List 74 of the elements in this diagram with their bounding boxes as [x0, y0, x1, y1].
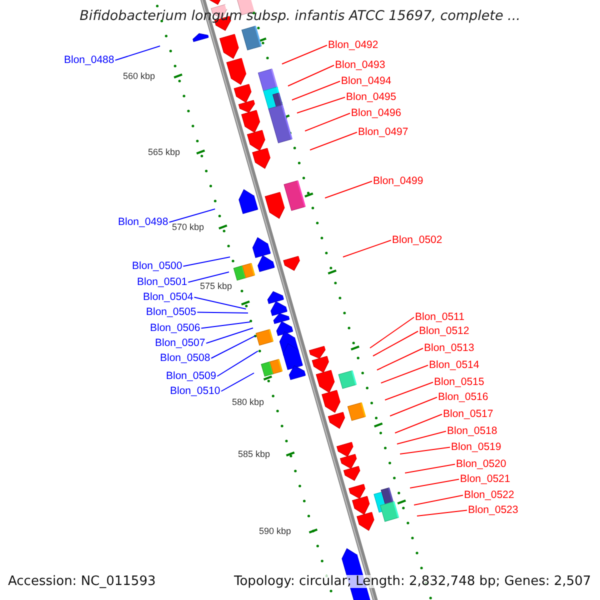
gene-label: Blon_0522 — [464, 490, 514, 500]
leader-line — [216, 350, 258, 377]
accession-label: Accession: NC_011593 — [8, 575, 156, 588]
leader-line — [404, 464, 456, 474]
leader-line — [220, 372, 254, 392]
gene-label: Blon_0504 — [143, 292, 194, 302]
gene-label: Blon_0500 — [132, 261, 182, 272]
gene-label: Blon_0510 — [170, 386, 220, 396]
leader-line — [384, 382, 434, 400]
gene-label: Blon_0513 — [424, 343, 474, 354]
gene-label: Blon_0507 — [155, 338, 206, 348]
leader-line — [400, 446, 450, 454]
leader-line — [182, 256, 230, 267]
leader-line — [416, 510, 468, 516]
gene-label: Blon_0514 — [429, 360, 480, 370]
gene-label: Blon_0508 — [160, 353, 210, 364]
gene-label: Blon_0515 — [434, 377, 484, 388]
scale-label: 570 kbp — [172, 223, 204, 232]
gene-label: Blon_0519 — [451, 442, 502, 452]
leader-line — [206, 328, 254, 344]
leader-line — [376, 348, 424, 370]
gene-label: Blon_0495 — [346, 92, 396, 102]
gene-label: Blon_0509 — [166, 371, 216, 382]
leader-line — [200, 322, 250, 329]
gene-label: Blon_0511 — [415, 312, 464, 322]
gene-label: Blon_0523 — [468, 505, 518, 516]
title: Bifidobacterium longum subsp. infantis ATCC 15697, complete ... — [78, 10, 522, 24]
leader-line — [342, 240, 392, 258]
scale-label: 580 kbp — [232, 398, 264, 407]
gene-label: Blon_0521 — [460, 474, 510, 484]
gene-label: Blon_0501 — [137, 277, 188, 288]
gene-label: Blon_0505 — [146, 307, 196, 318]
leader-line — [410, 478, 460, 488]
leader-line — [390, 396, 438, 416]
leader-line — [394, 414, 442, 434]
scale-label: 575 kbp — [200, 282, 232, 291]
gene-label: Blon_0498 — [118, 217, 168, 228]
scale-label: 585 kbp — [238, 450, 270, 459]
gene-label: Blon_0493 — [335, 60, 386, 70]
leader-line — [188, 272, 230, 283]
leader-line — [194, 296, 246, 310]
gene-label: Blon_0506 — [150, 323, 200, 334]
gene-label: Blon_0492 — [328, 40, 378, 50]
leader-line — [304, 112, 350, 132]
gene-label: Blon_0497 — [358, 127, 408, 138]
gene-label: Blon_0517 — [443, 409, 494, 420]
gene-label: Blon_0520 — [456, 459, 506, 470]
leader-line — [310, 132, 358, 150]
leader-line — [296, 96, 346, 114]
gene-label: Blon_0502 — [392, 235, 442, 246]
scale-label: 590 kbp — [259, 527, 292, 536]
genome-summary: Topology: circular; Length: 2,832,748 bp; Genes: 2,507 — [234, 575, 592, 588]
leader-line — [292, 80, 340, 100]
leader-line — [370, 316, 414, 348]
gene-label: Blon_0518 — [447, 426, 498, 436]
leader-line — [396, 430, 446, 444]
gene-label: Blon_0496 — [351, 108, 402, 118]
scale-label: 560 kbp — [123, 72, 156, 81]
gene-label: Blon_0499 — [373, 176, 424, 186]
leader-line — [372, 330, 418, 356]
gene-label: Blon_0512 — [419, 326, 470, 336]
scale-label: 565 kbp — [148, 148, 180, 157]
leader-line — [288, 64, 334, 86]
leader-line — [196, 312, 248, 314]
leader-line — [282, 44, 328, 64]
gene-label: Blon_0494 — [341, 76, 392, 86]
leader-line — [114, 46, 160, 61]
leader-line — [168, 208, 216, 223]
leader-line — [414, 494, 464, 506]
leader-line — [324, 180, 372, 198]
gene-label: Blon_0516 — [438, 392, 488, 402]
gene-label: Blon_0488 — [64, 55, 114, 66]
leader-line — [210, 336, 256, 359]
leader-line — [380, 364, 428, 384]
